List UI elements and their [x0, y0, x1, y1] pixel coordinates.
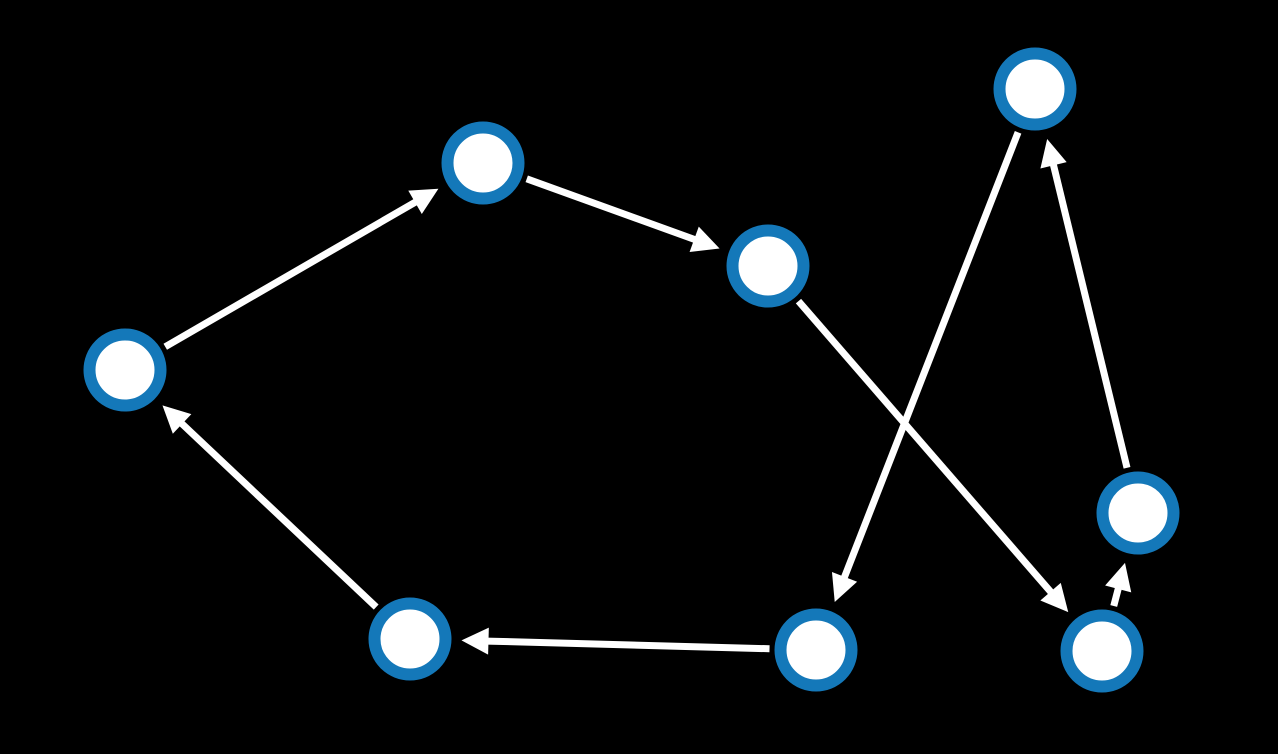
edge-arrowhead-icon — [162, 405, 192, 434]
graph-edge-line — [1049, 162, 1131, 469]
graph-edge-line — [840, 131, 1022, 581]
graph-edge-line — [1110, 586, 1123, 607]
graph-node — [993, 47, 1077, 131]
edge-arrowhead-icon — [689, 226, 720, 253]
edge-arrowhead-icon — [831, 571, 858, 603]
graph-edge-line — [486, 637, 770, 653]
graph-node — [726, 224, 810, 308]
graph-edge-line — [795, 298, 1055, 596]
graph-edge-line — [163, 198, 419, 350]
edge-arrowhead-icon — [1040, 582, 1069, 613]
graph-node — [441, 121, 525, 205]
graph-edge-line — [178, 419, 379, 610]
edge-arrowhead-icon — [1105, 562, 1132, 593]
edge-arrowhead-icon — [408, 188, 439, 214]
edge-arrowhead-icon — [1040, 139, 1067, 169]
graph-node — [1060, 609, 1144, 693]
graph-node — [1096, 471, 1180, 555]
graph-edge-line — [525, 175, 698, 244]
graph-node — [83, 328, 167, 412]
edge-arrowhead-icon — [461, 627, 489, 655]
graph-node — [368, 597, 452, 681]
graph-node — [774, 608, 858, 692]
